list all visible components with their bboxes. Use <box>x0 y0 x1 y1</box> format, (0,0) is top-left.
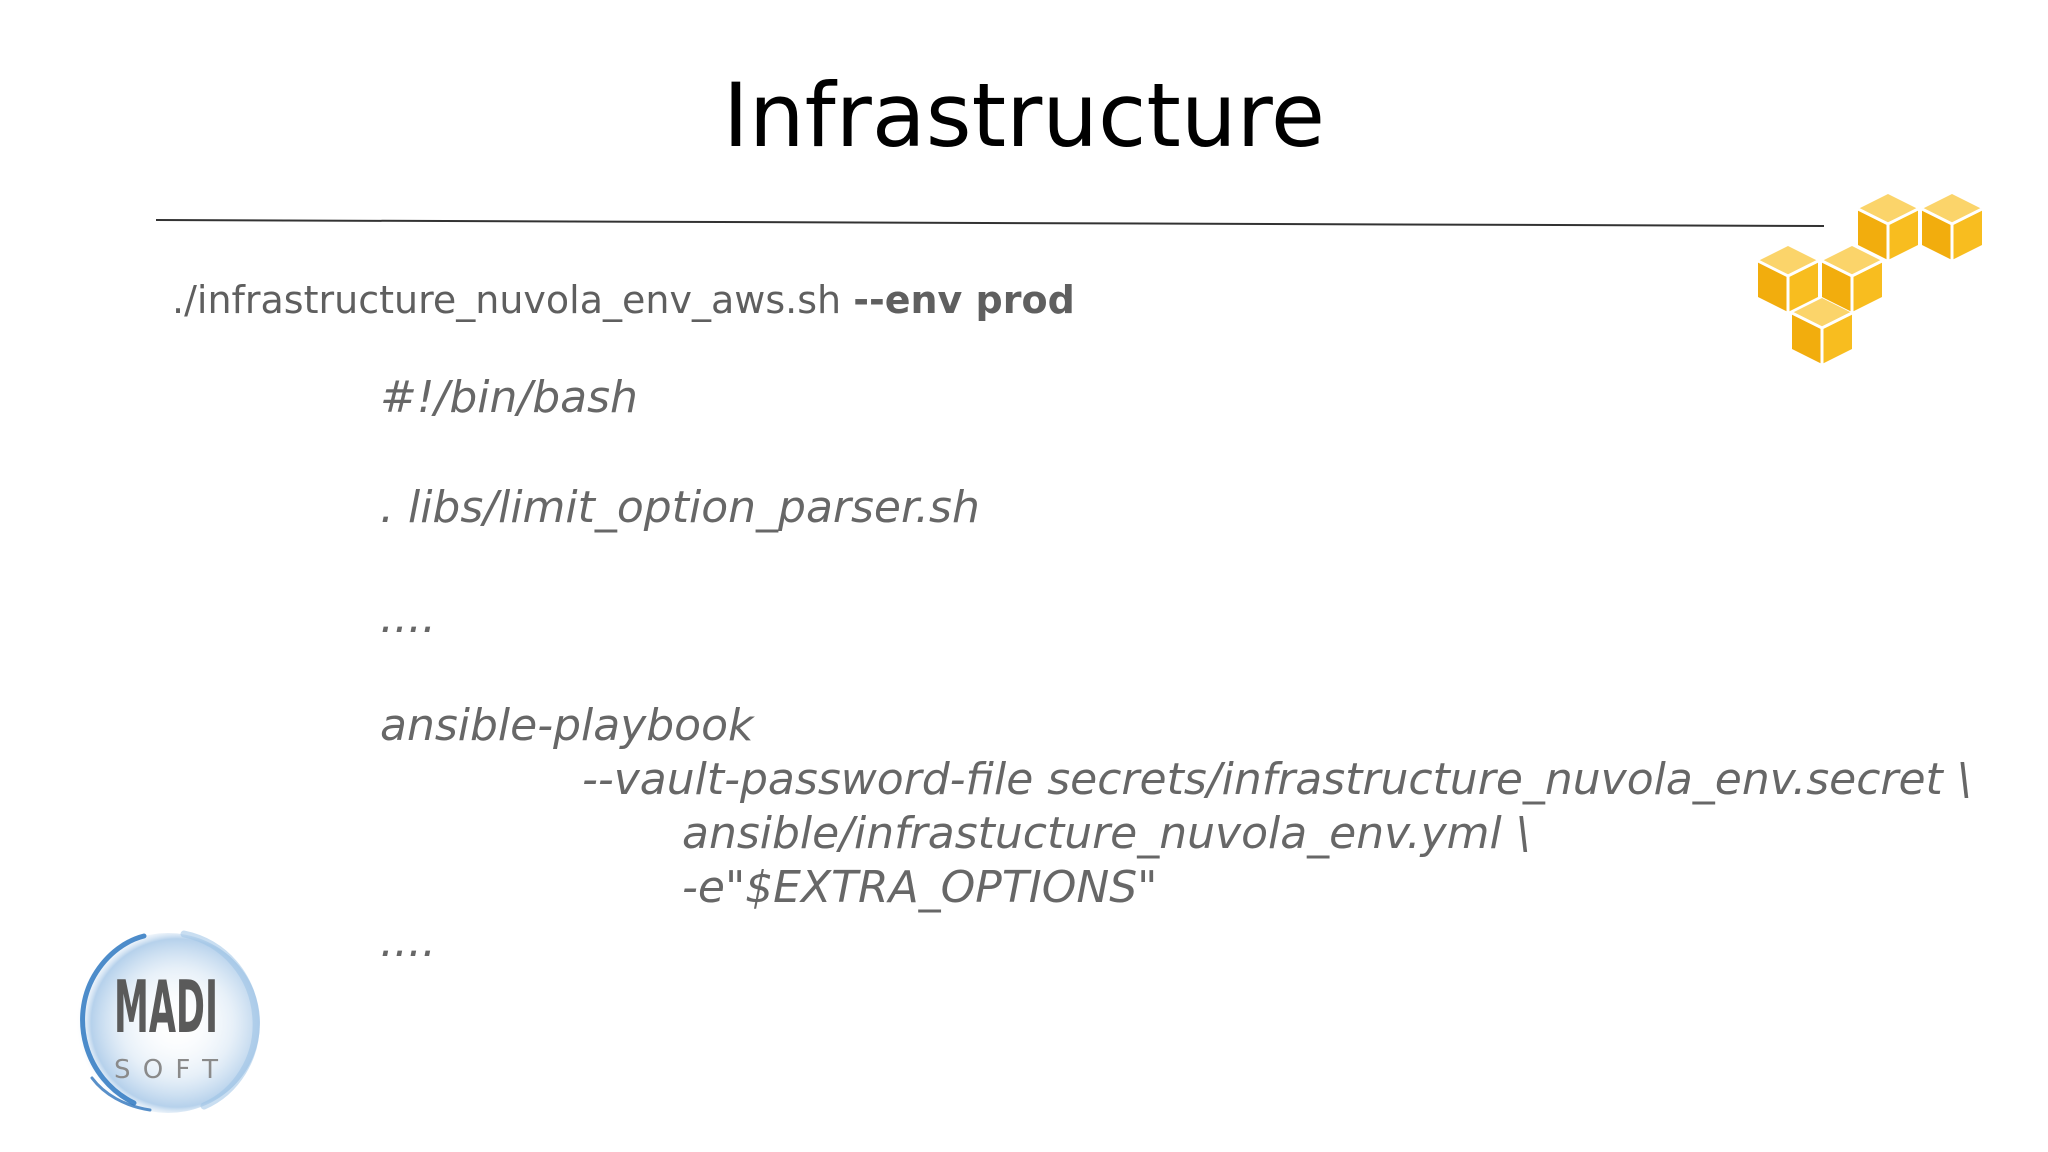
script-line-shebang: #!/bin/bash <box>380 372 638 423</box>
script-line-ansible-playbook: ansible-playbook <box>380 700 754 751</box>
slide-title: Infrastructure <box>722 64 1326 167</box>
title-divider <box>155 219 1825 227</box>
script-line-playbook-file: ansible/infrastucture_nuvola_env.yml \ <box>682 808 1531 859</box>
command-option: --env prod <box>853 278 1075 322</box>
command-line: ./infrastructure_nuvola_env_aws.sh --env… <box>172 278 1075 322</box>
script-line-ellipsis-end: .... <box>380 916 436 967</box>
script-line-vault-option: --vault-password-file secrets/infrastruc… <box>582 754 1972 805</box>
script-line-source: . libs/limit_option_parser.sh <box>380 482 980 533</box>
aws-cubes-icon <box>1758 192 1984 366</box>
command-path: ./infrastructure_nuvola_env_aws.sh <box>172 278 842 322</box>
madisoft-logo-text-top: MADI <box>114 965 218 1049</box>
script-line-ellipsis: .... <box>380 592 436 643</box>
script-line-extra-options: -e"$EXTRA_OPTIONS" <box>682 862 1158 913</box>
madisoft-logo: MADI SOFT <box>76 930 260 1113</box>
